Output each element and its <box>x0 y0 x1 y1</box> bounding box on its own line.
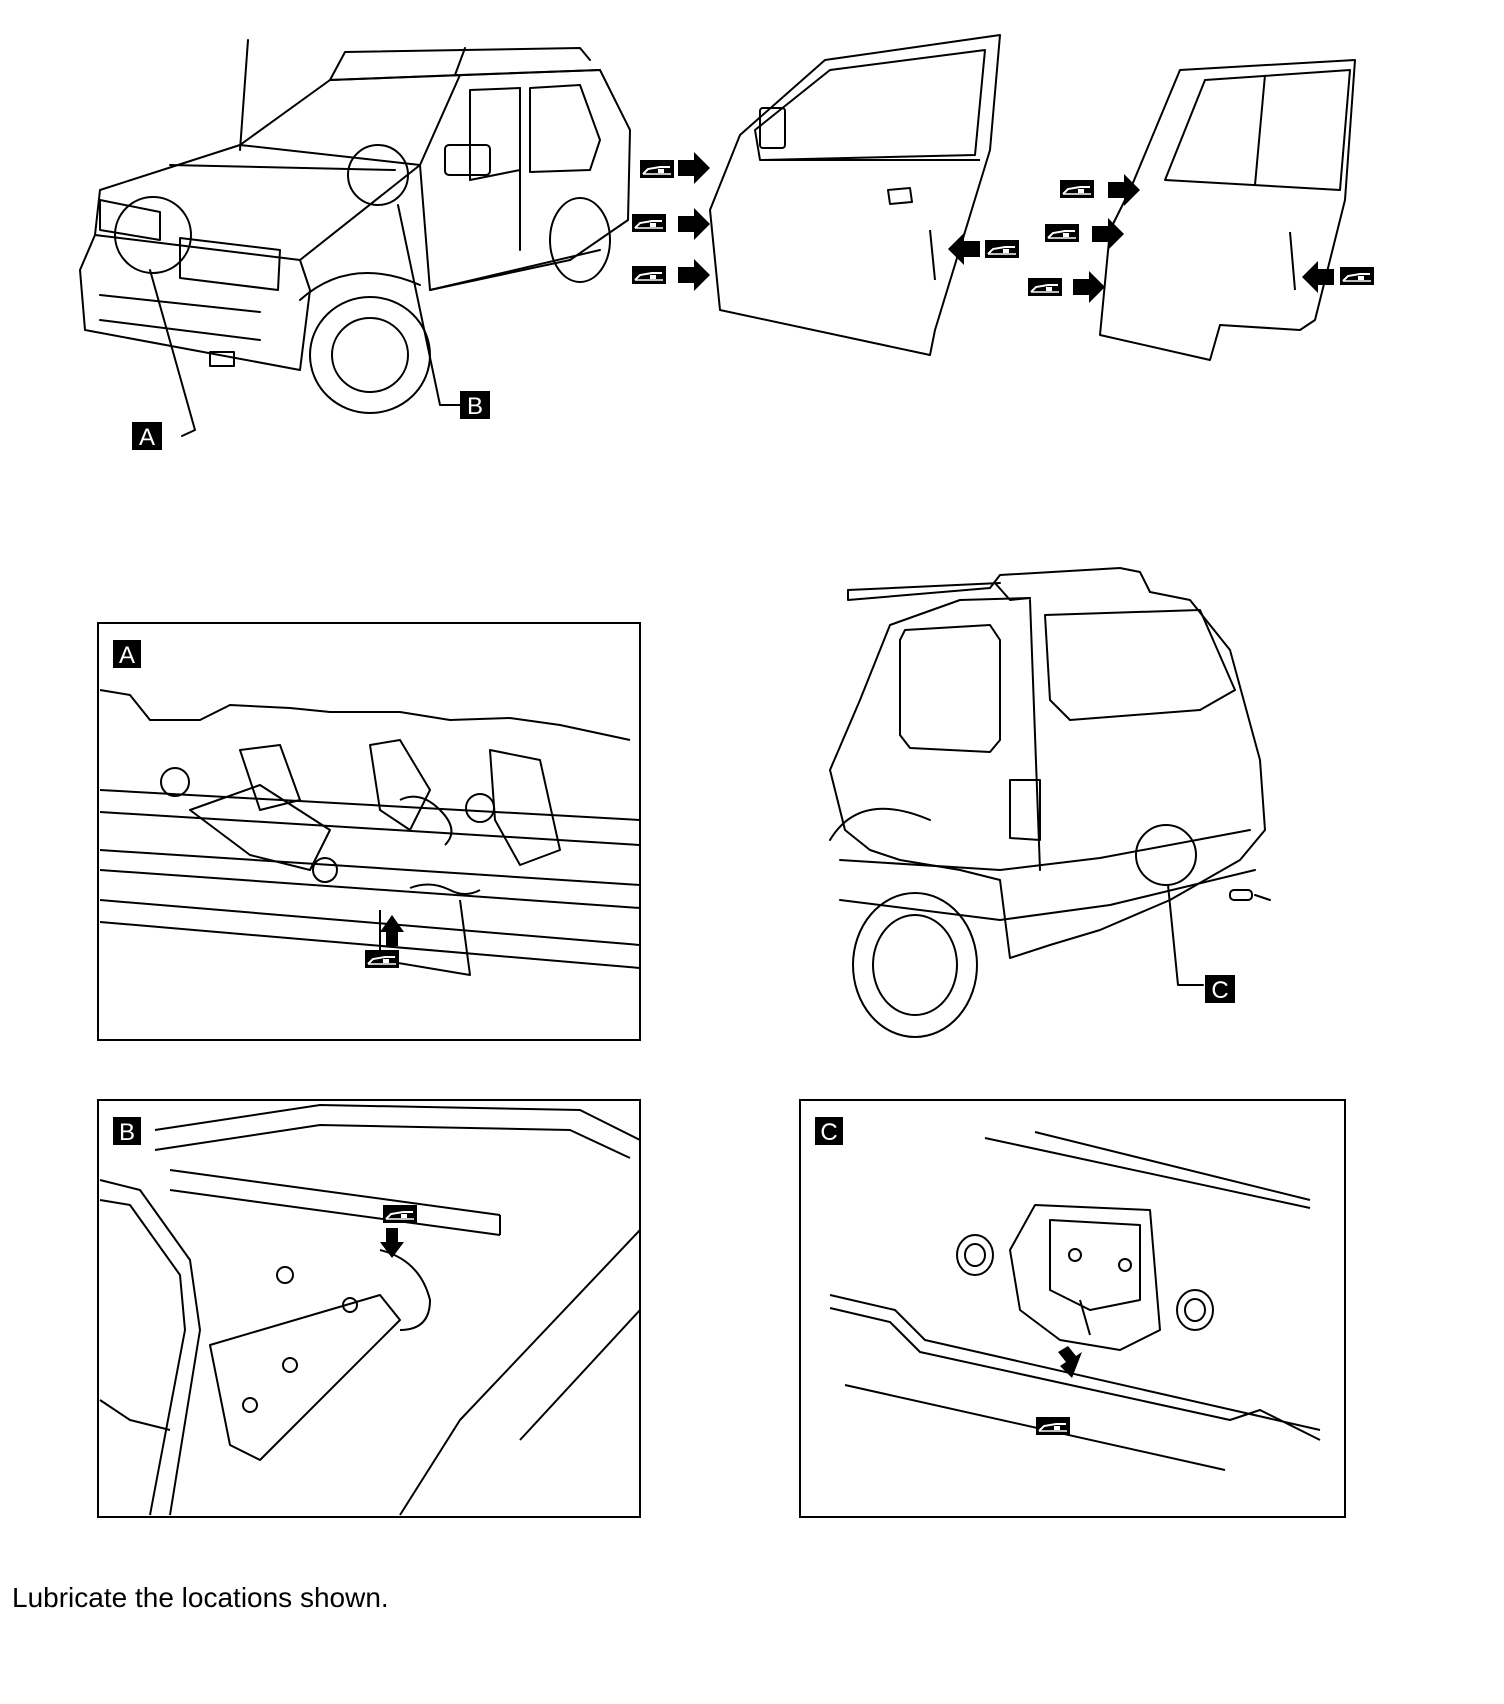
lube-arrow-rear-door-2 <box>1092 218 1124 250</box>
rear-door-illustration <box>1099 59 1356 361</box>
lube-icon-rear-door-2 <box>1044 223 1080 243</box>
lube-arrow-front-door-4 <box>948 233 980 265</box>
instruction-caption: Lubricate the locations shown. <box>12 1582 389 1613</box>
lube-arrow-front-door-3 <box>678 259 710 291</box>
detail-panel-a: A <box>97 622 641 1041</box>
vehicle-front-view <box>79 39 631 437</box>
lube-arrow-front-door-2 <box>678 208 710 240</box>
panel-c-label: C <box>820 1119 837 1146</box>
panel-b-label: B <box>119 1119 135 1146</box>
lube-arrow-front-door-1 <box>678 152 710 184</box>
callout-label-b: B <box>467 393 483 420</box>
callout-label-c-box <box>1205 975 1235 1003</box>
lube-icon-front-door-2 <box>631 213 667 233</box>
panel-a-label: A <box>119 642 135 669</box>
vehicle-rear-view <box>829 567 1271 1038</box>
lube-icon-front-door-4 <box>984 239 1020 259</box>
detail-panel-c: C <box>799 1099 1346 1518</box>
lube-icon-rear-door-1 <box>1059 179 1095 199</box>
detail-panel-b: B <box>97 1099 641 1518</box>
lube-icon-rear-door-3 <box>1027 277 1063 297</box>
lube-arrow-rear-door-3 <box>1073 271 1105 303</box>
lube-icon-front-door-3 <box>631 265 667 285</box>
callout-label-b-box <box>460 391 490 419</box>
lube-icon-front-door-1 <box>639 159 675 179</box>
front-door-illustration <box>709 34 1001 356</box>
callout-label-c: C <box>1211 977 1228 1004</box>
callout-label-a-box <box>132 422 162 450</box>
lube-icon-rear-door-4 <box>1339 266 1375 286</box>
callout-label-a: A <box>139 424 155 451</box>
